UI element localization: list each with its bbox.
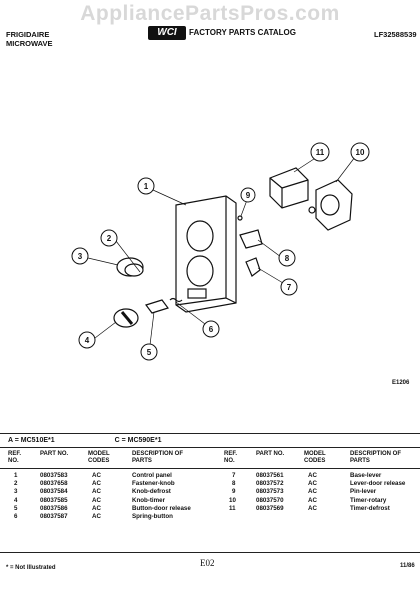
table-header-rule — [0, 447, 420, 448]
table-body-rule — [0, 468, 420, 469]
callout-1: 1 — [137, 177, 155, 195]
callout-11: 11 — [310, 142, 330, 162]
svg-text:11: 11 — [316, 148, 325, 157]
col-header-model-right: MODEL CODES — [304, 451, 326, 464]
product-type: MICROWAVE — [6, 39, 53, 48]
svg-text:3: 3 — [78, 252, 83, 261]
callout-3: 3 — [71, 247, 89, 265]
callout-7: 7 — [280, 278, 298, 296]
svg-text:10: 10 — [356, 148, 365, 157]
callout-5: 5 — [140, 343, 158, 361]
catalog-title: FACTORY PARTS CATALOG — [189, 28, 296, 38]
panel-button-slot — [187, 288, 207, 299]
catalog-code: LF32588539 — [374, 30, 417, 39]
svg-text:2: 2 — [107, 234, 112, 243]
col-header-desc-right: DESCRIPTION OF PARTS — [350, 451, 402, 464]
figure-code: E1206 — [392, 380, 410, 386]
model-c-label: C = MC590E*1 — [114, 437, 162, 444]
svg-text:6: 6 — [209, 325, 214, 334]
callout-8: 8 — [278, 249, 296, 267]
base-lever-drawing — [245, 257, 261, 277]
page-number: E02 — [200, 558, 215, 568]
svg-text:9: 9 — [246, 191, 251, 200]
col-header-ref: REF. NO. — [8, 451, 22, 464]
callout-10: 10 — [350, 142, 370, 162]
defrost-timer-drawing — [269, 167, 309, 209]
panel-hole-lower — [186, 255, 214, 287]
wci-logo: WCI — [148, 26, 186, 40]
col-header-desc: DESCRIPTION OF PARTS — [132, 451, 184, 464]
pin-lever-drawing — [237, 215, 243, 221]
svg-text:5: 5 — [147, 348, 152, 357]
svg-text:4: 4 — [85, 336, 90, 345]
callout-9: 9 — [240, 187, 256, 203]
door-release-button-drawing — [145, 299, 169, 314]
model-a-label: A = MC510E*1 — [8, 437, 55, 444]
col-header-ref-right: REF. NO. — [224, 451, 238, 464]
watermark: AppliancePartsPros.com — [80, 2, 340, 25]
callout-4: 4 — [78, 331, 96, 349]
brand-block: FRIGIDAIRE MICROWAVE — [6, 30, 53, 48]
svg-text:7: 7 — [287, 283, 292, 292]
col-header-model: MODEL CODES — [88, 451, 110, 464]
panel-hole-upper — [186, 220, 214, 252]
callout-2: 2 — [100, 229, 118, 247]
svg-text:1: 1 — [144, 182, 149, 191]
brand-name: FRIGIDAIRE — [6, 30, 50, 39]
table-top-rule — [0, 433, 420, 434]
col-header-part: PART NO. — [40, 451, 69, 457]
table-bottom-rule — [0, 552, 420, 553]
not-illustrated-note: * = Not Illustrated — [6, 565, 56, 571]
exploded-parts-diagram: 1 2 3 4 5 6 7 8 9 10 11 — [71, 142, 370, 361]
svg-text:8: 8 — [285, 254, 290, 263]
door-release-lever-drawing — [239, 229, 263, 249]
catalog-date: 11/86 — [400, 563, 415, 569]
col-header-part-right: PART NO. — [256, 451, 285, 457]
callout-6: 6 — [202, 320, 220, 338]
spring-button-drawing — [169, 297, 183, 303]
model-legend: A = MC510E*1 C = MC590E*1 — [8, 437, 219, 444]
